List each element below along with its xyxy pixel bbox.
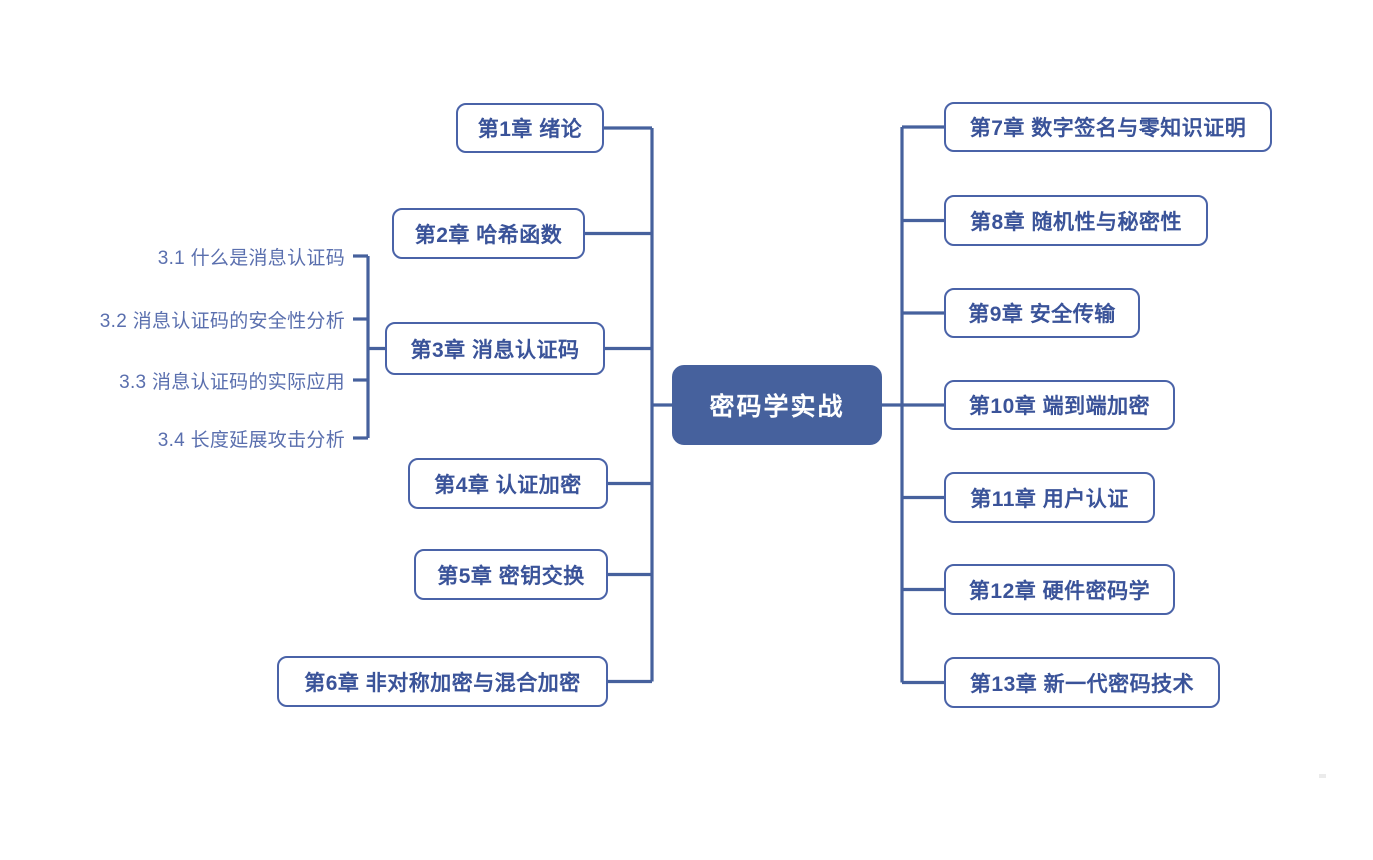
node-chapter-6[interactable]: 第6章 非对称加密与混合加密 xyxy=(277,656,608,707)
node-chapter-13[interactable]: 第13章 新一代密码技术 xyxy=(944,657,1220,708)
subitem-3-3[interactable]: 3.3 消息认证码的实际应用 xyxy=(119,371,345,393)
node-chapter-5[interactable]: 第5章 密钥交换 xyxy=(414,549,608,600)
subitem-3-1[interactable]: 3.1 什么是消息认证码 xyxy=(157,247,345,269)
node-chapter-4[interactable]: 第4章 认证加密 xyxy=(408,458,608,509)
node-chapter-3[interactable]: 第3章 消息认证码 xyxy=(385,322,605,375)
subitem-3-4[interactable]: 3.4 长度延展攻击分析 xyxy=(157,429,345,451)
node-chapter-7[interactable]: 第7章 数字签名与零知识证明 xyxy=(944,102,1272,152)
node-chapter-9[interactable]: 第9章 安全传输 xyxy=(944,288,1140,338)
node-chapter-1[interactable]: 第1章 绪论 xyxy=(456,103,604,153)
node-chapter-12[interactable]: 第12章 硬件密码学 xyxy=(944,564,1175,615)
node-chapter-2[interactable]: 第2章 哈希函数 xyxy=(392,208,585,259)
node-chapter-8[interactable]: 第8章 随机性与秘密性 xyxy=(944,195,1208,246)
render-artifact xyxy=(1319,774,1326,778)
central-node[interactable]: 密码学实战 xyxy=(672,365,882,445)
subitem-3-2[interactable]: 3.2 消息认证码的安全性分析 xyxy=(99,310,345,332)
node-chapter-10[interactable]: 第10章 端到端加密 xyxy=(944,380,1175,430)
node-chapter-11[interactable]: 第11章 用户认证 xyxy=(944,472,1155,523)
